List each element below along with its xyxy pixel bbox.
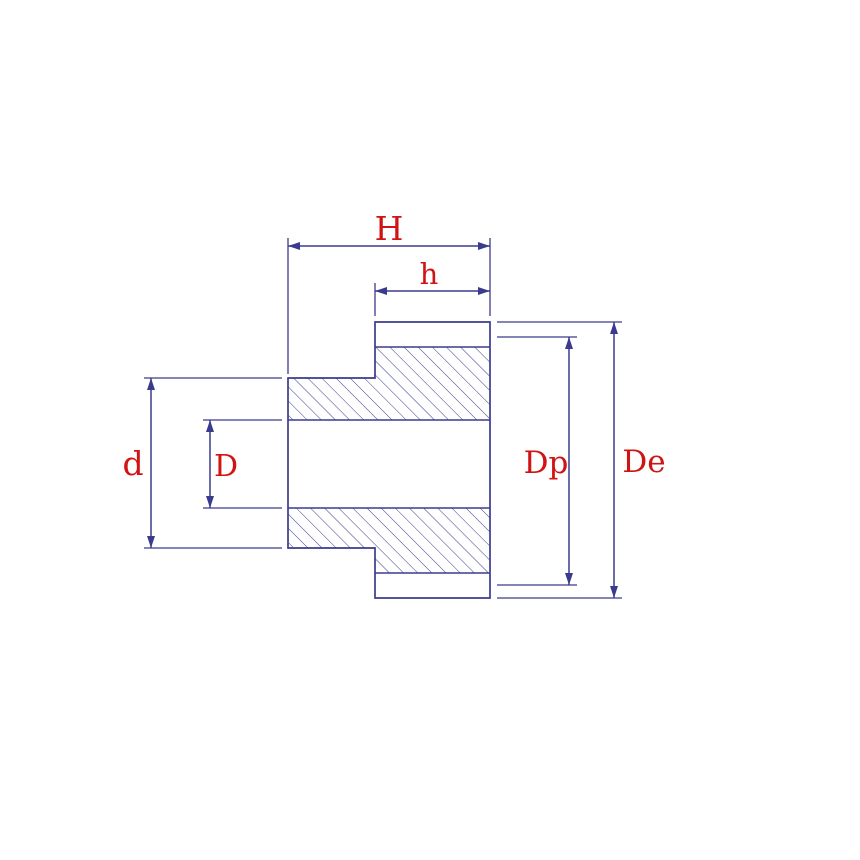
dimension-d: d bbox=[122, 377, 282, 549]
dimension-label-De: De bbox=[622, 444, 665, 480]
gear-outline bbox=[287, 321, 491, 599]
dimension-label-H: H bbox=[375, 209, 404, 248]
dimension-label-Dp: Dp bbox=[524, 445, 569, 481]
dimension-D: D bbox=[203, 419, 282, 509]
dimension-label-D: D bbox=[214, 449, 238, 484]
gear-body bbox=[287, 321, 491, 599]
dimension-h: h bbox=[374, 257, 490, 316]
dimension-H: H bbox=[287, 209, 491, 374]
dimension-label-h: h bbox=[420, 257, 439, 291]
dimension-De: De bbox=[497, 321, 666, 599]
hatch-upper-section bbox=[288, 347, 490, 420]
hatch-lower-section bbox=[288, 508, 490, 573]
dimension-label-d: d bbox=[122, 444, 143, 483]
dimension-Dp: Dp bbox=[497, 336, 577, 586]
